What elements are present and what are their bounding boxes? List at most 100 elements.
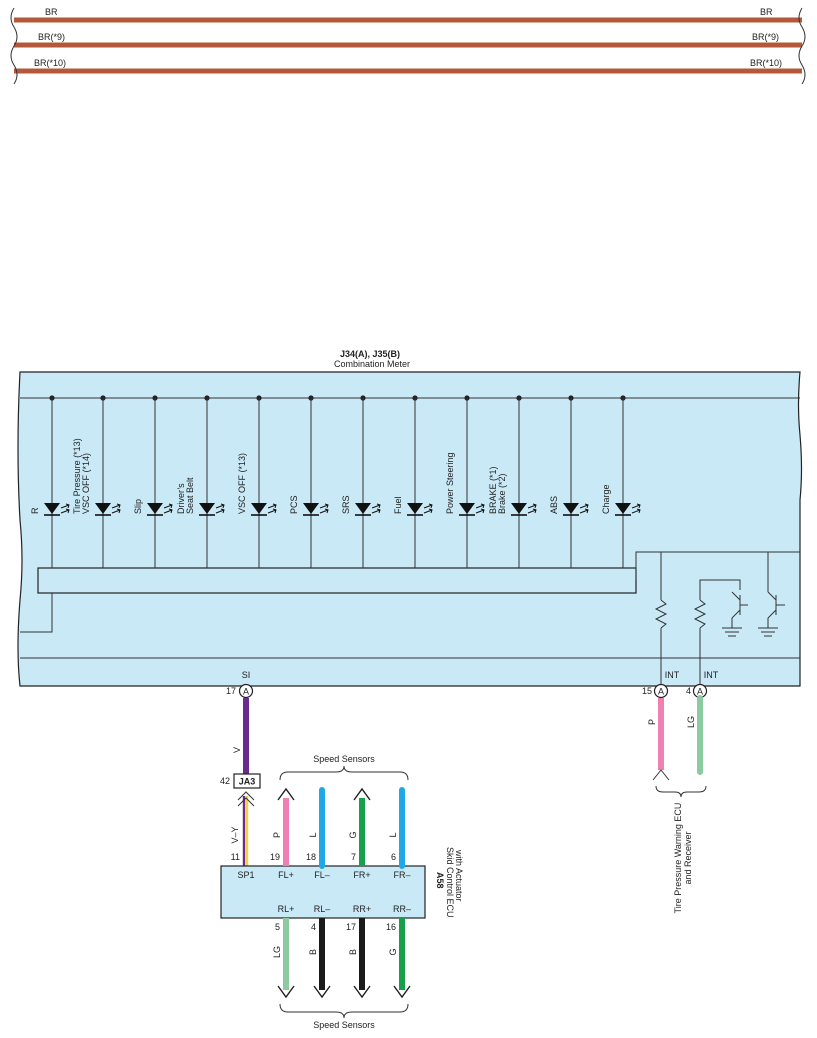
indicator-label: VSC OFF (*14) (81, 453, 91, 514)
arrow-down-icon (313, 985, 331, 999)
resistor-1 (654, 599, 668, 629)
ecu-bottom-terminal-rl: RL+ 5LG (272, 904, 295, 999)
speed-sensors-top-label: Speed Sensors (313, 754, 375, 764)
wire-color-label: P (272, 832, 282, 838)
ecu-terminal-label: RR+ (353, 904, 371, 914)
transistor-1 (722, 591, 748, 637)
terminal-15a-conn: A (658, 687, 664, 697)
int-label-1: INT (665, 670, 680, 680)
indicator-label: Charge (601, 484, 611, 514)
ecu-pin-number: 5 (275, 922, 280, 932)
ecu-terminal-label: RL– (314, 904, 331, 914)
ecu-pin-number: 6 (391, 852, 396, 862)
indicator-12: Charge (601, 395, 641, 568)
indicator-5: VSC OFF (*13) (237, 395, 277, 568)
wire-lg-tpw-label: LG (686, 716, 696, 728)
right-break-mark (798, 7, 806, 85)
led-icon (251, 503, 277, 516)
led-icon (355, 503, 381, 516)
arrow-down-icon (393, 985, 411, 999)
terminal-15a-pin: 15 (642, 686, 652, 696)
indicator-8: Fuel (393, 395, 433, 568)
ecu-pin-number: 7 (351, 852, 356, 862)
led-icon (95, 503, 121, 516)
indicator-label: SRS (341, 495, 351, 514)
indicator-3: Slip (133, 395, 173, 568)
top-wire-3: BR(*10) BR(*10) (14, 58, 802, 74)
ecu-pin-number: 4 (311, 922, 316, 932)
ecu-bottom-terminal-rr: RR+17B (346, 904, 371, 999)
indicator-label: ABS (549, 496, 559, 514)
indicator-label: Driver’s (176, 483, 186, 514)
wire-color-label: LG (272, 946, 282, 958)
junction-ja3 (233, 773, 261, 789)
indicator-2: Tire Pressure (*13)VSC OFF (*14) (72, 395, 121, 568)
indicator-label: Brake (*2) (497, 473, 507, 514)
led-icon (407, 503, 433, 516)
indicator-label: Power Steering (445, 452, 455, 514)
indicator-label: R (30, 507, 40, 514)
tpw-name-line1: Tire Pressure Warning ECU (673, 803, 683, 914)
led-icon (615, 503, 641, 516)
top-wire-3-left-label: BR(*10) (34, 58, 66, 68)
led-icon (147, 503, 173, 516)
terminal-15a: A 15 (642, 683, 669, 699)
tpw-brace (655, 785, 707, 798)
led-icon (199, 503, 225, 516)
ecu-pin-number: 16 (386, 922, 396, 932)
speed-sensors-top-brace (279, 765, 409, 781)
tpw-p-arrow-icon (652, 769, 670, 781)
ecu-bottom-terminal-rl: RL– 4B (308, 904, 331, 999)
meter-connector-label: J34(A), J35(B) (340, 349, 400, 359)
top-wire-2-left-label: BR(*9) (38, 32, 65, 42)
wire-color-label: G (348, 831, 358, 838)
int-circuit (635, 551, 800, 686)
indicator-11: ABS (549, 395, 589, 568)
arrow-up-icon (277, 787, 295, 801)
terminal-4a-pin: 4 (686, 686, 691, 696)
wire-p-tpw-label: P (647, 719, 657, 725)
terminal-4a: A 4 (686, 683, 708, 699)
r-return-line (20, 593, 53, 633)
indicator-label: Tire Pressure (*13) (72, 438, 82, 514)
wire-color-label: B (308, 949, 318, 955)
int-label-2: INT (704, 670, 719, 680)
indicator-label: BRAKE (*1) (488, 466, 498, 514)
top-wire-1-right-label: BR (760, 7, 773, 17)
ecu-terminal-label: RL+ (278, 904, 295, 914)
ecu-terminal-label: FL– (314, 870, 330, 880)
wire-color-label: G (388, 948, 398, 955)
wire-v-label: V (232, 747, 242, 753)
wire-color-label: L (388, 832, 398, 837)
led-icon (563, 503, 589, 516)
terminal-17a-conn: A (243, 687, 249, 697)
meter-ic-block (37, 567, 637, 594)
led-icon (303, 503, 329, 516)
ecu-terminal-label: SP1 (237, 870, 254, 880)
indicator-label: Fuel (393, 496, 403, 514)
ecu-terminal-label: FR– (393, 870, 410, 880)
terminal-17a: A 17 (226, 683, 254, 699)
ecu-pin-number: 11 (231, 852, 240, 862)
top-wire-1: BR BR (14, 7, 802, 23)
led-icon (511, 503, 537, 516)
ecu-pin-number: 18 (306, 852, 316, 862)
indicator-label: Seat Belt (185, 477, 195, 514)
ecu-terminal-label: FL+ (278, 870, 294, 880)
top-wire-2-right-label: BR(*9) (752, 32, 779, 42)
resistor-2 (693, 599, 707, 629)
indicator-9: Power Steering (445, 395, 485, 568)
arrow-down-icon (353, 985, 371, 999)
left-break-mark (10, 7, 18, 85)
indicator-10: BRAKE (*1)Brake (*2) (488, 395, 537, 568)
speed-sensors-bottom-label: Speed Sensors (313, 1020, 375, 1030)
meter-name-label: Combination Meter (334, 359, 410, 369)
ecu-terminal-label: FR+ (353, 870, 370, 880)
junction-ja3-pin: 42 (220, 776, 230, 786)
indicator-label: PCS (289, 495, 299, 514)
